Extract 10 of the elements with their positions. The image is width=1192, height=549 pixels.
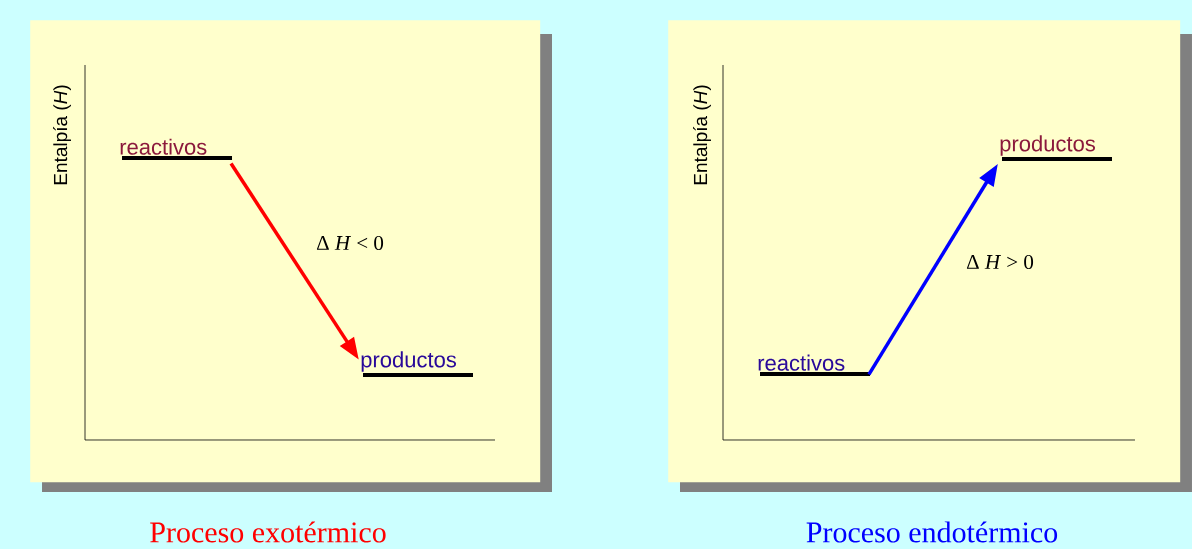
- axis-label: Entalpía (H): [693, 85, 711, 185]
- node-label: Proceso exotérmico: [150, 521, 386, 543]
- axis-label: Entalpía (H): [53, 85, 71, 185]
- energy-level: productos: [1000, 135, 1112, 161]
- edge-label: Δ H > 0: [966, 254, 1034, 270]
- energy-level: reactivos: [758, 354, 870, 376]
- energy-level: reactivos: [120, 138, 232, 160]
- node-label: Proceso endotérmico: [806, 521, 1058, 543]
- edge-label: Δ H < 0: [316, 235, 384, 251]
- energy-level: productos: [361, 351, 473, 377]
